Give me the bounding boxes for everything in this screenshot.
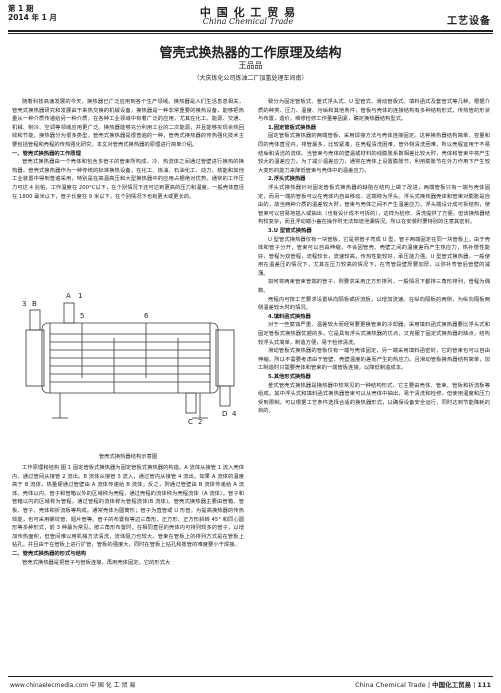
heat-exchanger-figure: A B C D 1 2 3 4 5 6 xyxy=(22,292,237,426)
paragraph: 对于一些腐蚀严重、温差较大而经常要更换管束的冷却器，采用填料函式换热器要比浮头式… xyxy=(258,322,490,346)
section-heading: 2.浮头式换热器 xyxy=(268,176,306,183)
paragraph: 滑动管板式换热器的管板仅有一端与壳体固定，另一端采用填料函密封，它的管束也可以自… xyxy=(258,348,490,372)
header-rule-thin xyxy=(8,33,493,34)
fig-label: 5 xyxy=(80,312,84,320)
paragraph: 管壳式换热器由一个壳体和包含多管子的管束所构成，冷、热流体之间通过管壁进行换热的… xyxy=(12,159,244,200)
paragraph: 工作原理和结构 图 1 固定管板式换热器为固定管板式换热器的构造。A 流体从接管… xyxy=(12,465,244,549)
fig-label: 1 xyxy=(78,292,82,300)
fig-label: C xyxy=(188,418,193,426)
article-affiliation: （大庆炼化公司炼油二厂加氢处理车间南） xyxy=(193,75,308,82)
paragraph: U 型管式换热器仅有一块管板，它是将管子弯成 U 型，管子两端固定在同一块管板上… xyxy=(258,236,490,277)
paragraph: 随着科技高速发展的今天，换热器已广泛应用到各个生产领域。换热器是人们生活息息相关… xyxy=(12,99,244,148)
fig-label: D xyxy=(222,410,227,418)
page-number: 111 xyxy=(477,681,491,689)
right-column: 致分为固定管板式、釜式浮头式、U 型管式、滑动管板式、填料函式及套管式等几种。根… xyxy=(258,98,490,416)
paragraph: 釜式管壳式换热器是换热器中较常见的一种结构形式，它主要由壳体、管束、管板和折流板… xyxy=(258,382,490,415)
footer-rule xyxy=(8,676,493,677)
magazine-title-cn: 中 国 化 工 贸 易 xyxy=(199,6,297,19)
fig-label: 2 xyxy=(198,418,202,426)
article-author: 王品品 xyxy=(238,61,263,70)
footer-website: www.chinaelecmedia.com 中 国 化 工 贸 易 xyxy=(10,682,136,689)
fig-label: 3 xyxy=(22,300,26,308)
right-channel xyxy=(215,329,235,387)
footer-mag-cn: 中国化工贸易 xyxy=(432,681,472,689)
paragraph: 浮头式换热器针对固定管板式换热器的缺陷在结构上做了改进，两端管板只有一端与壳体固… xyxy=(258,184,490,226)
section-heading: 3.U 型管式换热器 xyxy=(268,227,312,234)
tube-bundle xyxy=(50,333,210,383)
paragraph: 壳程内可按工艺要求设置纵向隔板或折流板，以增加流速。在纵向隔板的两侧，为纵向隔板… xyxy=(258,296,490,312)
section-label: 工艺设备 xyxy=(447,16,491,27)
section-heading: 二、管壳式换热器的形式与结构 xyxy=(12,550,87,557)
nozzle-2 xyxy=(185,392,197,414)
paragraph: 如何将两束管束管端的管子，则要求采用正方形排列，一般情况下都排三角形排列，管程为… xyxy=(258,279,490,295)
section-heading: 4.填料函式换热器 xyxy=(268,313,311,320)
issue-info: 第 1 期 2014 年 1 月 xyxy=(8,4,57,22)
issue-date: 2014 年 1 月 xyxy=(8,13,57,22)
nozzle-4 xyxy=(219,385,231,407)
fig-label: B xyxy=(32,300,37,308)
fig-label: 6 xyxy=(144,312,149,320)
footer-mag-en: China Chemical Trade xyxy=(355,681,426,689)
article-title: 管壳式换热器的工作原理及结构 xyxy=(159,46,342,61)
magazine-title-en: China Chemical Trade xyxy=(202,17,294,26)
paragraph: 管壳式换热器是把管子与管板连接，再用壳体固定。它的形式大 xyxy=(22,559,171,566)
baffles xyxy=(81,323,179,393)
page-header: 第 1 期 2014 年 1 月 中 国 化 工 贸 易 China Chemi… xyxy=(8,4,493,30)
figure-caption: 管壳式换热器结构示意图 xyxy=(98,454,158,460)
section-heading: 5.其他形式换热器 xyxy=(268,374,311,380)
left-column-bottom: 工作原理和结构 图 1 固定管板式换热器为固定管板式换热器的构造。A 流体从接管… xyxy=(12,464,244,567)
left-channel xyxy=(25,329,45,387)
footer-right: China Chemical Trade | 中国化工贸易 | 111 xyxy=(355,681,491,689)
issue-number: 第 1 期 xyxy=(8,4,34,13)
fig-label: A xyxy=(66,292,71,300)
header-rule xyxy=(8,30,493,32)
fig-label: 4 xyxy=(232,410,237,418)
section-heading: 一、管壳式换热器的工作原理 xyxy=(12,150,81,157)
paragraph: 致分为固定管板式、釜式浮头式、U 型管式、滑动管板式、填料函式及套管式等几种。根… xyxy=(258,99,490,123)
shell-outline xyxy=(41,322,219,394)
nozzle-1 xyxy=(63,302,75,324)
section-heading: 1.固定管板式换热器 xyxy=(268,124,317,131)
paragraph: 固定管板式换热器的两端管板，采用焊接方法与壳体连接固定。这种换热器结构简单，容量… xyxy=(258,133,490,174)
nozzle-3 xyxy=(29,309,41,331)
left-column-top: 随着科技高速发展的今天，换热器已广泛应用到各个生产领域。换热器是人们生活息息相关… xyxy=(12,98,244,201)
